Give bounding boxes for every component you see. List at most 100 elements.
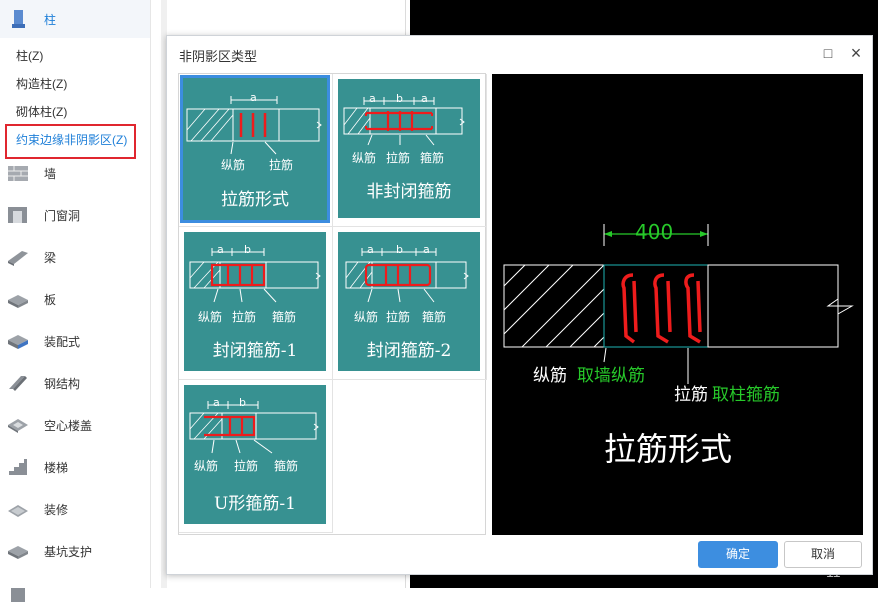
option-caption: 封闭箍筋-1 [212, 341, 298, 361]
hollow-floor-icon [8, 419, 28, 433]
category-beam[interactable]: 梁 [0, 238, 150, 276]
dim-label: a [217, 243, 224, 256]
dim-label: b [239, 396, 246, 409]
dim-label: b [396, 243, 403, 256]
prefab-icon [8, 335, 28, 349]
dim-label: a [369, 92, 376, 105]
close-icon[interactable]: × [850, 43, 862, 63]
zongjin-label: 纵筋 [352, 151, 377, 165]
gujin-label: 箍筋 [274, 459, 299, 473]
category-wall[interactable]: 墙 [0, 154, 150, 192]
option-card[interactable]: a b a 纵筋 拉筋 箍筋 非封闭箍筋 [338, 79, 480, 218]
u-stirrup-1-diagram [189, 401, 319, 454]
zongjin-label: 纵筋 [221, 158, 246, 172]
cancel-button[interactable]: 取消 [784, 541, 862, 568]
category-label: 装配式 [44, 335, 81, 349]
category-more[interactable] [0, 574, 150, 612]
maximize-icon[interactable]: □ [823, 45, 833, 61]
preview-zongjin-label: 纵筋 [533, 366, 567, 386]
preview-lajin-note: 取柱箍筋 [712, 385, 780, 405]
panel-scroll-strip[interactable] [161, 0, 167, 588]
option-closed-stirrup-1[interactable]: a b 纵筋 拉筋 箍筋 封闭箍筋-1 [179, 227, 333, 380]
category-decoration[interactable]: 装修 [0, 490, 150, 528]
sidebar: 柱 柱(Z) 构造柱(Z) 砌体柱(Z) 约束边缘非阴影区(Z) 墙 门窗洞 梁… [0, 0, 151, 602]
zongjin-label: 纵筋 [354, 310, 379, 324]
dim-label: b [396, 92, 403, 105]
door-window-icon [8, 207, 27, 223]
tie-form-diagram [186, 96, 322, 155]
slab-icon [8, 295, 28, 308]
category-label: 基坑支护 [44, 545, 93, 559]
category-column-row[interactable]: 柱 [0, 0, 150, 38]
lajin-label: 拉筋 [234, 459, 259, 473]
preview-dimension: 400 [635, 220, 674, 244]
foundation-pit-icon [8, 546, 28, 559]
category-label: 装修 [44, 503, 69, 517]
option-card[interactable]: a b 纵筋 拉筋 箍筋 封闭箍筋-1 [184, 232, 326, 371]
sub-item-boundary-nonshadow[interactable]: 约束边缘非阴影区(Z) [16, 133, 128, 147]
option-card[interactable]: a b a 纵筋 拉筋 箍筋 封闭箍筋-2 [338, 232, 480, 371]
dim-label: a [423, 243, 430, 256]
option-tie-form[interactable]: a 纵筋 拉筋 拉筋形式 [179, 74, 333, 227]
type-grid: a 纵筋 拉筋 拉筋形式 [178, 73, 487, 535]
sub-item-column[interactable]: 柱(Z) [16, 49, 44, 63]
gujin-label: 箍筋 [272, 310, 297, 324]
category-label: 楼梯 [44, 461, 69, 475]
nonshadow-type-dialog: 非阴影区类型 □ × a 纵筋 拉筋 拉筋形式 [166, 35, 873, 575]
category-hollow-floor[interactable]: 空心楼盖 [0, 406, 150, 444]
option-caption: 非封闭箍筋 [366, 182, 452, 202]
preview-lajin-label: 拉筋 [674, 385, 708, 405]
lajin-label: 拉筋 [386, 151, 411, 165]
sub-item-masonry-column[interactable]: 砌体柱(Z) [16, 105, 68, 119]
dim-label: a [213, 396, 220, 409]
lajin-label: 拉筋 [232, 310, 257, 324]
dim-label: a [367, 243, 374, 256]
category-label: 梁 [44, 251, 57, 265]
lajin-label: 拉筋 [269, 158, 294, 172]
more-category-icon [11, 588, 25, 602]
dim-label: a [421, 92, 428, 105]
category-column-label: 柱 [44, 13, 57, 27]
category-label: 墙 [44, 167, 57, 181]
category-label: 空心楼盖 [44, 419, 93, 433]
closed-stirrup-2-diagram [345, 248, 469, 303]
preview-zongjin-note: 取墙纵筋 [577, 366, 645, 386]
category-slab[interactable]: 板 [0, 280, 150, 318]
wall-icon [8, 166, 28, 181]
category-prefab[interactable]: 装配式 [0, 322, 150, 360]
category-door-window[interactable]: 门窗洞 [0, 196, 150, 234]
category-column[interactable]: 柱 [0, 0, 150, 38]
beam-icon [8, 251, 28, 266]
option-card[interactable]: a 纵筋 拉筋 拉筋形式 [180, 75, 330, 223]
closed-stirrup-1-diagram [189, 248, 321, 303]
decoration-icon [8, 505, 28, 517]
gujin-label: 箍筋 [422, 310, 447, 324]
ok-button[interactable]: 确定 [698, 541, 778, 568]
column-icon [12, 10, 25, 28]
preview-diagram [503, 224, 854, 384]
highlight-box [5, 124, 136, 159]
open-stirrup-diagram [343, 97, 465, 146]
gujin-label: 箍筋 [420, 151, 445, 165]
option-caption: 拉筋形式 [221, 190, 289, 210]
option-caption: U形箍筋-1 [214, 494, 296, 514]
preview-panel: 400 纵筋 取墙纵筋 拉筋 取柱箍筋 拉筋形式 [492, 74, 863, 535]
option-open-stirrup[interactable]: a b a 纵筋 拉筋 箍筋 非封闭箍筋 [333, 74, 487, 227]
lajin-label: 拉筋 [386, 310, 411, 324]
category-stairs[interactable]: 楼梯 [0, 448, 150, 486]
zongjin-label: 纵筋 [198, 310, 223, 324]
dim-label: a [250, 91, 257, 104]
steel-icon [9, 376, 27, 391]
preview-title: 拉筋形式 [604, 430, 733, 468]
dim-label: b [244, 243, 251, 256]
stairs-icon [9, 459, 27, 475]
option-u-stirrup-1[interactable]: a b 纵筋 拉筋 箍筋 U形箍筋-1 [179, 380, 333, 533]
option-closed-stirrup-2[interactable]: a b a 纵筋 拉筋 箍筋 封闭箍筋-2 [333, 227, 487, 380]
category-foundation-pit[interactable]: 基坑支护 [0, 532, 150, 570]
option-caption: 封闭箍筋-2 [366, 341, 452, 361]
category-label: 钢结构 [44, 377, 81, 391]
sub-item-construct-column[interactable]: 构造柱(Z) [16, 77, 68, 91]
category-label: 板 [44, 293, 57, 307]
category-steel[interactable]: 钢结构 [0, 364, 150, 402]
option-card[interactable]: a b 纵筋 拉筋 箍筋 U形箍筋-1 [184, 385, 326, 524]
